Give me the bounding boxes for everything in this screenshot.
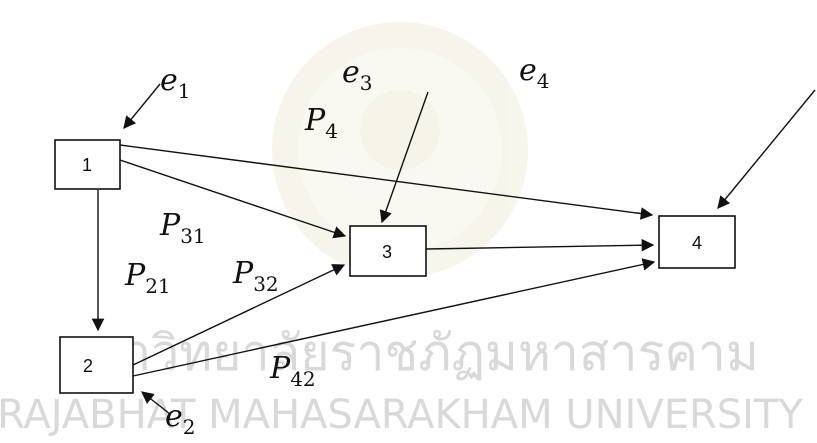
node-label: 1 bbox=[82, 155, 92, 175]
path-label-p4: P4 bbox=[304, 103, 338, 143]
error-label-e1: e1 bbox=[160, 63, 191, 103]
seal-inner bbox=[298, 48, 502, 252]
watermark-english: RAJABHAT MAHASARAKHAM UNIVERSITY bbox=[0, 392, 803, 438]
node-4: 4 bbox=[658, 215, 736, 269]
node-label: 4 bbox=[692, 233, 702, 253]
error-arrow-e2 bbox=[141, 391, 171, 415]
error-label-e3: e3 bbox=[342, 55, 373, 95]
path-label-p31: P31 bbox=[159, 208, 206, 248]
watermark-thai: มหาวิทยาลัยราชภัฏมหาสารคาม bbox=[57, 324, 759, 382]
edge-2-to-4 bbox=[132, 258, 656, 377]
path-label-p21: P21 bbox=[124, 258, 171, 298]
node-label: 3 bbox=[382, 242, 392, 262]
error-arrow-e3 bbox=[379, 91, 429, 224]
node-1: 1 bbox=[54, 139, 121, 190]
edge-1-to-3 bbox=[119, 159, 347, 239]
error-arrow-e1 bbox=[123, 83, 161, 129]
error-label-e4: e4 bbox=[519, 53, 550, 93]
node-2: 2 bbox=[59, 336, 134, 394]
seal-emblem bbox=[360, 90, 440, 170]
seal-outer bbox=[272, 22, 528, 278]
node-label: 2 bbox=[83, 356, 93, 376]
edge-3-to-4 bbox=[425, 238, 655, 252]
node-3: 3 bbox=[349, 225, 427, 277]
error-arrow-e4 bbox=[717, 89, 816, 209]
error-label-e2: e2 bbox=[165, 399, 196, 439]
university-seal-watermark bbox=[272, 22, 528, 278]
edge-1-to-4 bbox=[119, 144, 654, 220]
path-label-p32: P32 bbox=[232, 256, 279, 296]
path-label-p42: P42 bbox=[269, 351, 316, 391]
edge-2-to-3 bbox=[132, 264, 346, 366]
